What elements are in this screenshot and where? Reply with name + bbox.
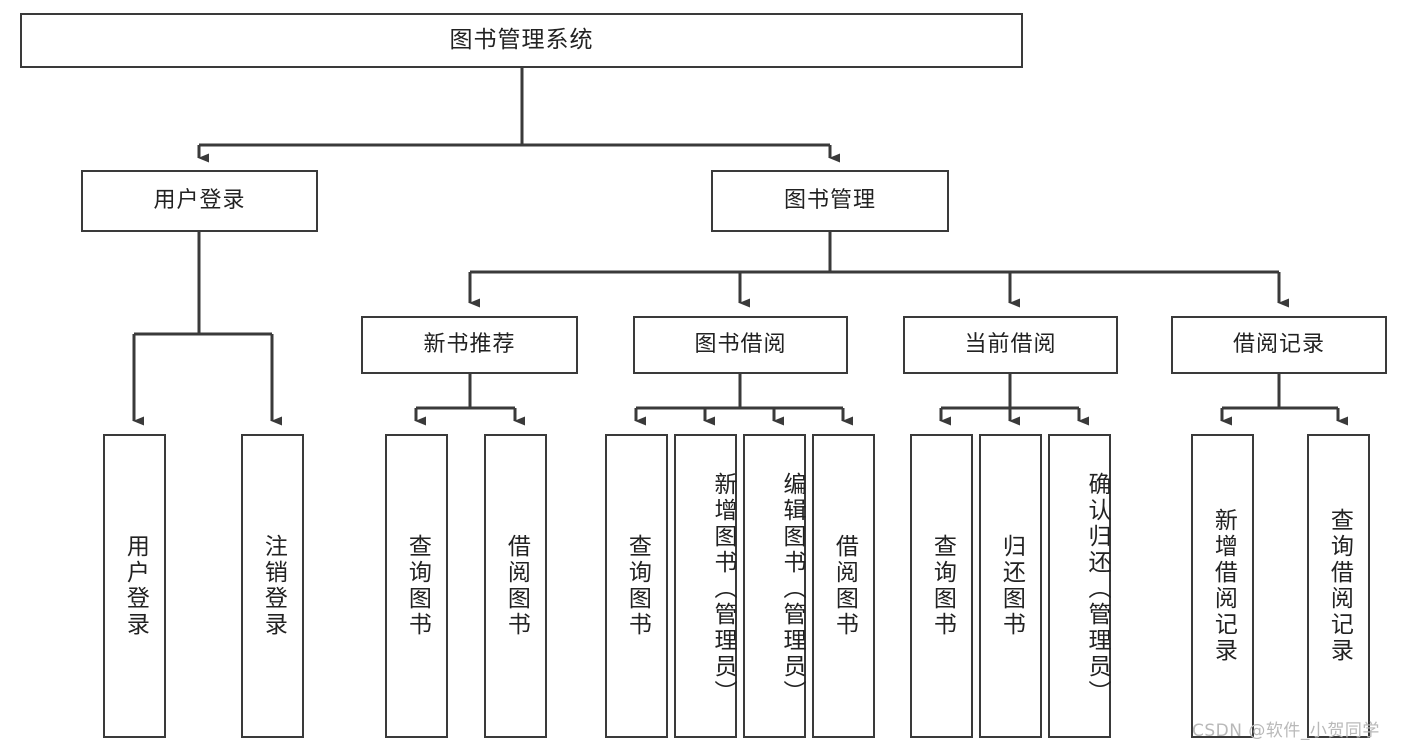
node-book-borrowing[interactable]: 图书借阅 [633,316,848,374]
csdn-watermark: CSDN @软件_小贺同学 [1192,721,1380,741]
node-root-library-management-system[interactable]: 图书管理系统 [20,13,1023,68]
leaf-user-login-logout[interactable]: 注销登录 [241,434,304,738]
leaf-current-query-books[interactable]: 查询图书 [910,434,973,738]
leaf-new-book-borrow-books[interactable]: 借阅图书 [484,434,547,738]
node-book-management[interactable]: 图书管理 [711,170,949,232]
node-current-borrowing[interactable]: 当前借阅 [903,316,1118,374]
node-borrowing-record[interactable]: 借阅记录 [1171,316,1387,374]
leaf-current-confirm-return-admin[interactable]: 确认归还（管理员） [1048,434,1111,738]
leaf-borrow-add-book-admin[interactable]: 新增图书（管理员） [674,434,737,738]
leaf-borrow-borrow-books[interactable]: 借阅图书 [812,434,875,738]
node-new-book-recommendation[interactable]: 新书推荐 [361,316,578,374]
leaf-record-query-borrow-record[interactable]: 查询借阅记录 [1307,434,1370,738]
leaf-borrow-query-books[interactable]: 查询图书 [605,434,668,738]
leaf-record-add-borrow-record[interactable]: 新增借阅记录 [1191,434,1254,738]
leaf-current-return-books[interactable]: 归还图书 [979,434,1042,738]
leaf-user-login-login[interactable]: 用户登录 [103,434,166,738]
leaf-borrow-edit-book-admin[interactable]: 编辑图书（管理员） [743,434,806,738]
leaf-new-book-query-books[interactable]: 查询图书 [385,434,448,738]
node-user-login[interactable]: 用户登录 [81,170,318,232]
